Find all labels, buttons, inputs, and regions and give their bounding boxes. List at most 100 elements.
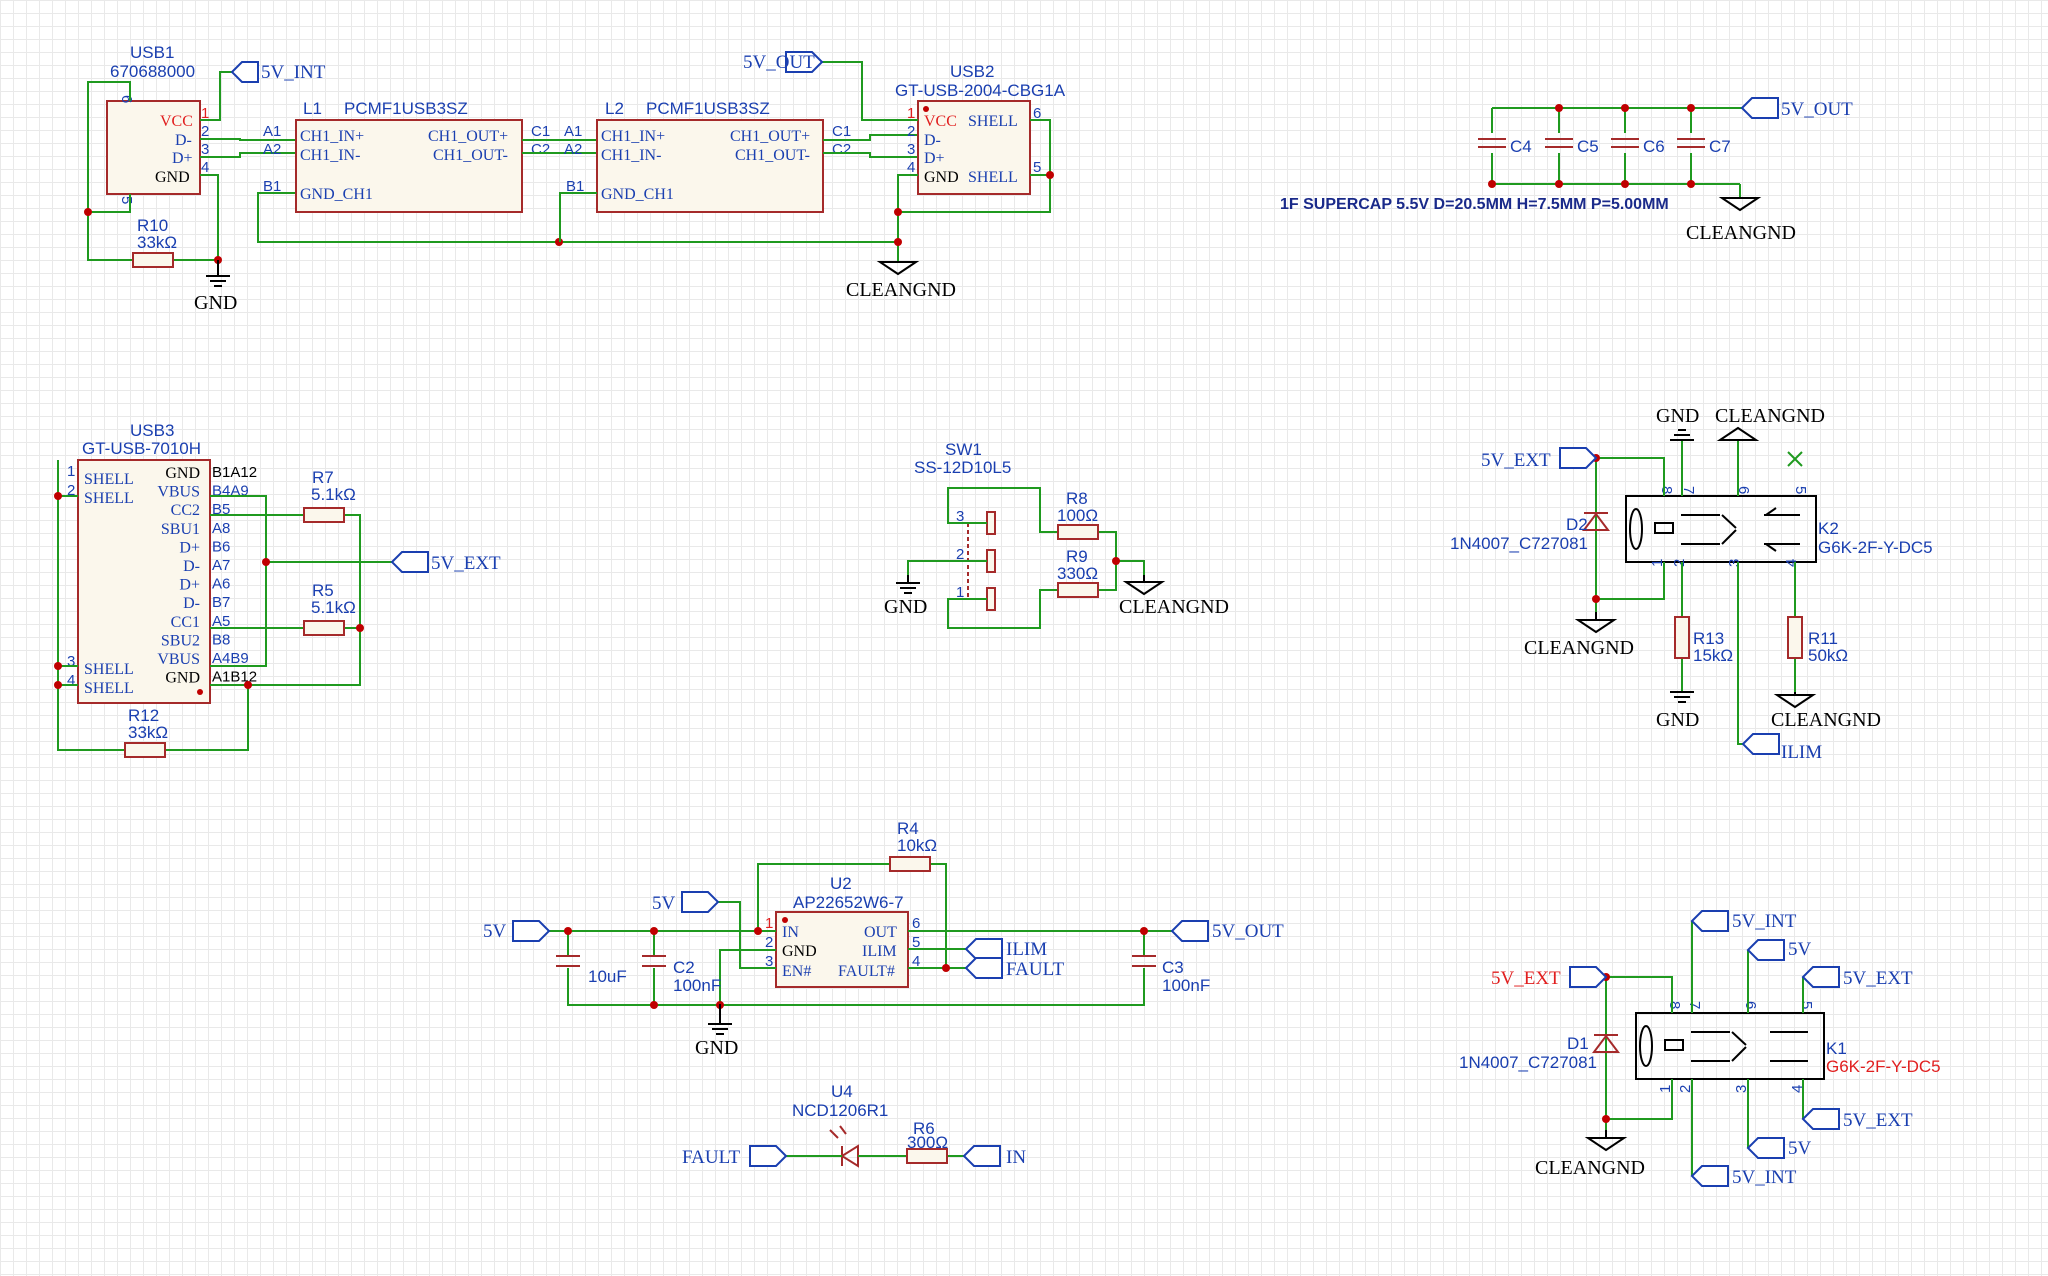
cleangnd-symbol-caps: CLEANGND (1686, 197, 1796, 244)
r12-resistor[interactable]: R12 33kΩ (124, 706, 168, 758)
cleangnd-label-k2-top: CLEANGND (1715, 405, 1825, 427)
usb3-connector[interactable]: USB3 GT-USB-7010H SHELL SHELL SHELL SHEL… (67, 421, 257, 704)
u2-pinnum-2: 2 (765, 934, 773, 951)
k2-pinnum-8: 8 (1658, 486, 1675, 494)
c3-capacitor[interactable]: C3 100nF (1132, 955, 1210, 995)
r4-resistor[interactable]: R4 10kΩ (889, 819, 937, 872)
usb3-pinnum-2: B4A9 (212, 483, 249, 500)
net-flag-fault-u2[interactable]: FAULT (964, 957, 1064, 980)
c3-ref: C3 (1162, 958, 1184, 977)
sw1-value: SS-12D10L5 (914, 458, 1011, 477)
cap-c7[interactable]: C7 (1677, 137, 1731, 156)
r10-ref: R10 (137, 216, 168, 235)
r9-resistor[interactable]: R9 330Ω (1057, 547, 1099, 598)
net-flag-5v-out-u2[interactable]: 5V_OUT (1170, 920, 1284, 942)
cleangnd-symbol-sw1: CLEANGND (1119, 575, 1229, 618)
l2-pinnum-a1: A1 (564, 123, 582, 140)
u4-led[interactable]: U4 NCD1206R1 (792, 1082, 888, 1168)
r6-ref: R6 (913, 1119, 935, 1138)
u2-pin-out: OUT (864, 924, 897, 941)
u2-power-switch[interactable]: U2 AP22652W6-7 IN GND EN# OUT ILIM FAULT… (765, 874, 920, 988)
net-label-5v-out-u2: 5V_OUT (1212, 921, 1284, 942)
r7-resistor[interactable]: R7 5.1kΩ (303, 468, 356, 523)
r6-resistor[interactable]: R6 300Ω (906, 1119, 948, 1164)
cleangnd-symbol-r11: CLEANGND (1771, 692, 1881, 731)
net-flag-5v-k1-bottom[interactable]: 5V (1746, 1137, 1812, 1159)
net-flag-5v-ext-k1-top[interactable]: 5V_EXT (1801, 966, 1913, 989)
usb1-pin-gnd: GND (155, 169, 190, 186)
c2-capacitor[interactable]: C2 100nF (642, 955, 721, 995)
wire (57, 460, 125, 751)
usb2-pin-dm: D- (924, 132, 941, 149)
wire (200, 174, 219, 260)
net-flag-in[interactable]: IN (962, 1145, 1026, 1168)
net-flag-5v-top[interactable]: 5V (652, 891, 720, 914)
usb1-value: 670688000 (110, 62, 195, 81)
c3-value: 100nF (1162, 976, 1210, 995)
r5-resistor[interactable]: R5 5.1kΩ (303, 581, 356, 636)
d2-diode[interactable]: D2 1N4007_C727081 (1450, 512, 1610, 553)
usb3-pin-2: VBUS (157, 484, 200, 501)
usb3-pin-6: D- (183, 558, 200, 575)
k1-pinnum-3: 3 (1733, 1085, 1750, 1093)
usb1-connector[interactable]: USB1 670688000 VCC D- D+ GND 6 1 2 3 4 5 (106, 43, 209, 204)
d1-diode[interactable]: D1 1N4007_C727081 (1459, 1034, 1620, 1072)
net-flag-5v-ext-k1-bottom[interactable]: 5V_EXT (1801, 1108, 1913, 1131)
r11-resistor[interactable]: R11 50kΩ (1787, 616, 1848, 665)
net-flag-5v-ext-k1[interactable]: 5V_EXT (1491, 966, 1608, 989)
net-flag-5v-left[interactable]: 5V (483, 920, 551, 942)
wire (947, 487, 1058, 629)
cap-c4[interactable]: C4 (1478, 137, 1532, 156)
c5-ref: C5 (1577, 137, 1599, 156)
l2-filter[interactable]: L2 PCMF1USB3SZ CH1_IN+ CH1_IN- GND_CH1 C… (564, 99, 851, 213)
net-flag-5v-int[interactable]: 5V_INT (230, 61, 326, 83)
l1-pin-in-n: CH1_IN- (300, 147, 360, 164)
cap-c6[interactable]: C6 (1611, 137, 1665, 156)
usb2-connector[interactable]: USB2 GT-USB-2004-CBG1A VCC D- D+ GND SHE… (895, 62, 1066, 195)
c1-plates (556, 955, 580, 967)
usb1-pinnum-5: 5 (118, 196, 135, 204)
net-flag-5v-ext-k2[interactable]: 5V_EXT (1481, 447, 1598, 471)
r10-resistor[interactable]: R10 33kΩ (132, 216, 177, 268)
sw1-pinnum-2: 2 (956, 546, 964, 563)
k1-pinnum-5: 5 (1798, 1001, 1815, 1009)
sw1-switch[interactable]: SW1 SS-12D10L5 3 2 1 (914, 440, 1011, 611)
net-flag-fault-led[interactable]: FAULT (682, 1145, 788, 1168)
usb1-pinnum-2: 2 (201, 123, 209, 140)
gnd-label: GND (194, 292, 237, 314)
l2-body (596, 119, 824, 213)
k2-pinnum-5: 5 (1792, 486, 1809, 494)
net-flag-ilim-k2[interactable]: ILIM (1741, 733, 1822, 763)
usb3-ref: USB3 (130, 421, 174, 440)
usb3-pin-9: CC1 (171, 614, 200, 631)
wire (897, 174, 918, 262)
l2-pin-out-n: CH1_OUT- (735, 147, 810, 164)
k1-relay[interactable]: K1 G6K-2F-Y-DC5 8 7 6 5 1 2 3 4 (1635, 1001, 1941, 1093)
net-flag-ilim-u2[interactable]: ILIM (964, 938, 1047, 960)
k2-ref: K2 (1818, 519, 1839, 538)
usb3-pin-shell3: SHELL (84, 661, 134, 678)
k1-pinnum-4: 4 (1789, 1085, 1806, 1093)
u2-pinnum-3: 3 (765, 953, 773, 970)
k2-relay[interactable]: K2 G6K-2F-Y-DC5 8 7 6 5 1 2 3 4 (1625, 486, 1933, 567)
net-label-ilim-k2: ILIM (1781, 742, 1822, 763)
usb3-pin-3: CC2 (171, 502, 200, 519)
wire (898, 119, 1051, 213)
net-flag-5v-int-k1-bottom[interactable]: 5V_INT (1690, 1165, 1797, 1188)
r7-value: 5.1kΩ (311, 485, 356, 504)
net-flag-5v-k1-top[interactable]: 5V (1746, 939, 1812, 961)
r8-ref: R8 (1066, 489, 1088, 508)
net-flag-5v-out-caps[interactable]: 5V_OUT (1740, 97, 1853, 120)
u4-value: NCD1206R1 (792, 1101, 888, 1120)
r13-resistor[interactable]: R13 15kΩ (1674, 616, 1733, 665)
net-flag-5v-ext-usb3[interactable]: 5V_EXT (390, 551, 501, 574)
l1-body (295, 119, 523, 213)
net-flag-5v-int-k1-top[interactable]: 5V_INT (1690, 910, 1797, 932)
net-flag-5v-out[interactable]: 5V_OUT (743, 51, 824, 73)
r8-resistor[interactable]: R8 100Ω (1057, 489, 1099, 540)
cap-c5[interactable]: C5 (1545, 137, 1599, 156)
usb1-pinnum-4: 4 (201, 159, 209, 176)
net-label-5v-top: 5V (652, 893, 676, 914)
l1-filter[interactable]: L1 PCMF1USB3SZ CH1_IN+ CH1_IN- GND_CH1 C… (263, 99, 550, 213)
k2-body (1625, 495, 1817, 563)
